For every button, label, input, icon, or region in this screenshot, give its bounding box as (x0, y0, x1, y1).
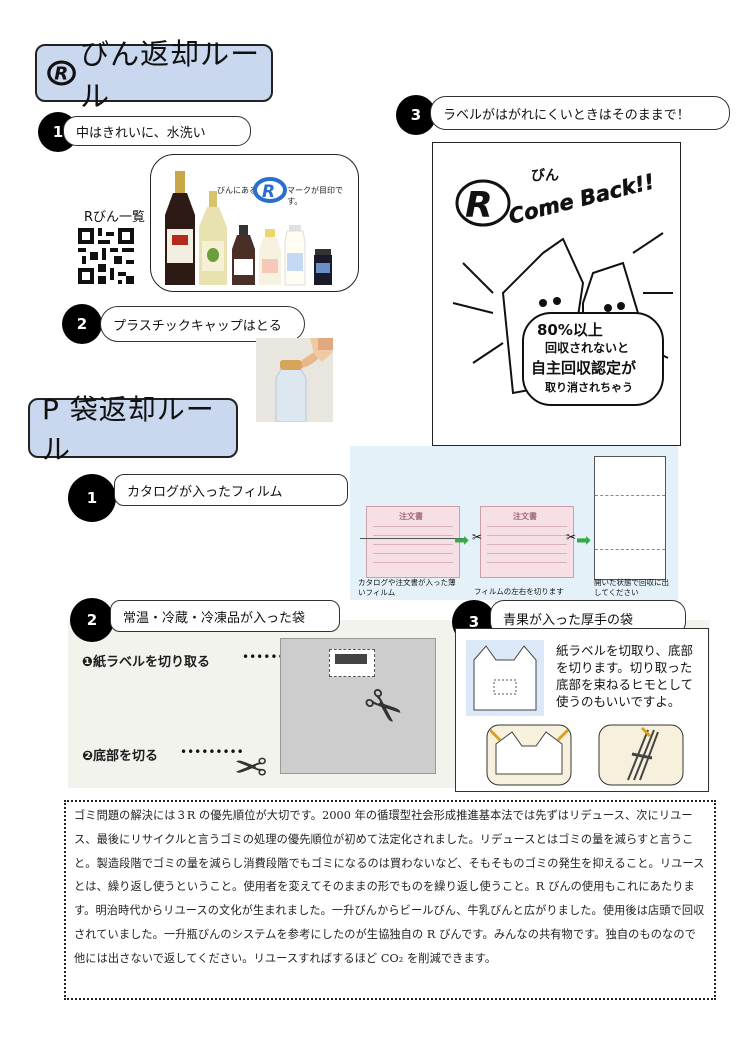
bag-tie-illustration (598, 724, 684, 786)
arrow-right-icon: ➡ (576, 530, 592, 551)
poster-illustration: R (452, 179, 673, 406)
film-caption-3: 開いた状態で回収に出してください (594, 578, 669, 597)
bottle-rules-title: びん返却ルール (80, 37, 261, 113)
bag-step-2-text: 常温・冷蔵・冷凍品が入った袋 (123, 610, 306, 626)
order-form-title: 注文書 (399, 512, 423, 521)
svg-text:R: R (465, 185, 493, 226)
bag-rules-title: P 袋返却ルール (42, 393, 215, 466)
cap-removal-photo (256, 338, 333, 422)
bottle-photo-box: びんにある R マークが目印です。 (150, 154, 359, 292)
order-form-title: 注文書 (513, 512, 537, 521)
film-diagram: 注文書 ➡ 注文書 ✂ ✂ ➡ カタログや注文書が入った薄いフィルム フィルムの… (350, 446, 678, 600)
arrow-right-icon: ➡ (454, 530, 470, 551)
scissors-icon: ✂ (472, 530, 483, 544)
mark-caption-2: マークが目印です。 (287, 186, 343, 206)
bottle-step-3: ラベルがはがれにくいときはそのままで！ (430, 96, 730, 130)
qr-code-icon[interactable] (78, 228, 134, 284)
film-caption-1: カタログや注文書が入った薄いフィルム (358, 578, 456, 597)
order-form-2: 注文書 (480, 506, 574, 578)
r-mark-logo-icon: R (253, 177, 287, 203)
comeback-poster: R びん Come Back!! 80%以上 回収されないと 自主回収認定が 取… (432, 142, 681, 446)
bag-rules-title-box: P 袋返却ルール (28, 393, 238, 466)
poster-line-4: 取り消されちゃう (545, 381, 633, 394)
thick-bag-text: 紙ラベルを切取り、底部を切ります。切り取った底部を束ねるヒモとして使うのもいいで… (556, 643, 694, 709)
bottle-step-1-text: 中はきれいに、水洗い (76, 125, 206, 141)
scissors-icon: ✂ (234, 742, 268, 788)
step-number-badge: 1 (68, 474, 116, 522)
step-number-badge: 2 (62, 304, 102, 344)
film-caption-2: フィルムの左右を切ります (474, 587, 564, 596)
cut-step-2-dots: ••••••••• (180, 745, 244, 759)
cut-step-2-label: ❷底部を切る (82, 749, 159, 764)
poster-line-2: 回収されないと (545, 341, 630, 355)
bag-step-2: 常温・冷蔵・冷凍品が入った袋 (110, 600, 340, 632)
bottles-illustration (165, 171, 332, 286)
poster-line-3: 自主回収認定が (531, 359, 637, 377)
scissors-icon: ✂ (566, 530, 577, 544)
opened-film (594, 456, 666, 580)
bottle-step-2: プラスチックキャップはとる (100, 306, 305, 342)
order-form-1: 注文書 (366, 506, 460, 578)
cut-step-1-label: ❶紙ラベルを切り取る (82, 655, 211, 670)
reuse-explanation-box: ゴミ問題の解決には３R の優先順位が大切です。2000 年の循環型社会形成推進基… (64, 800, 716, 1000)
bottle-step-3-text: ラベルがはがれにくいときはそのままで！ (443, 107, 690, 123)
bag-step-3-text: 青果が入った厚手の袋 (503, 612, 634, 628)
bottle-step-2-text: プラスチックキャップはとる (113, 318, 282, 334)
bag-step-1: カタログが入ったフィルム (114, 474, 348, 506)
bag-bottom-illustration (486, 724, 572, 786)
poster-bin-text: びん (531, 168, 559, 184)
gray-bag-illustration (280, 638, 436, 774)
step-number-badge: 2 (70, 598, 114, 642)
bag-step-1-text: カタログが入ったフィルム (127, 484, 283, 500)
svg-text:R: R (54, 63, 69, 84)
r-bin-logo-icon: R (47, 60, 76, 86)
poster-line-1: 80%以上 (537, 321, 603, 339)
bottle-rules-title-box: R びん返却ルール (35, 37, 273, 113)
reuse-explanation-text: ゴミ問題の解決には３R の優先順位が大切です。2000 年の循環型社会形成推進基… (74, 809, 705, 965)
step-number-badge: 3 (396, 95, 436, 135)
thick-bag-illustration (466, 640, 544, 716)
svg-text:R: R (262, 182, 275, 202)
mark-caption: びんにある (217, 186, 257, 195)
r-bin-list-label: Rびん一覧 (84, 210, 146, 225)
bottle-step-1: 中はきれいに、水洗い (63, 116, 251, 146)
